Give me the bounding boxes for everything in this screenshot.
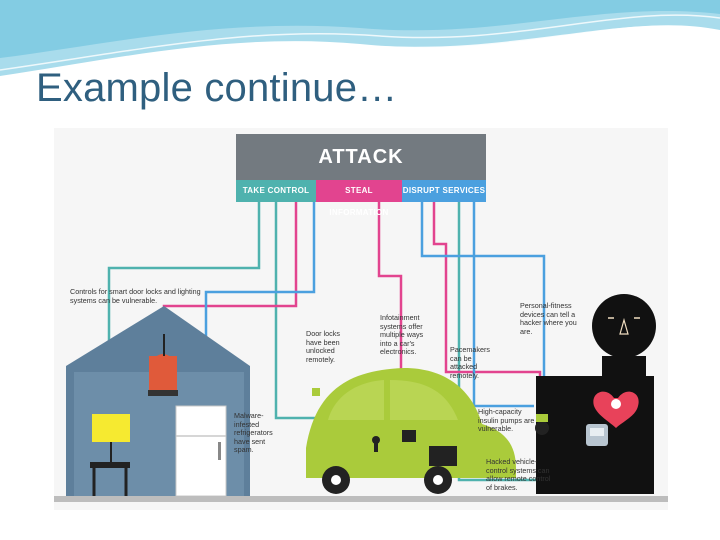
category-take-control: TAKE CONTROL (236, 180, 316, 202)
attack-header: ATTACK (236, 134, 486, 180)
note-refrigerators: Malware-infested refrigerators have sent… (234, 411, 273, 455)
note-vehicle: Hacked vehicle-control systems can allow… (486, 457, 551, 492)
person-illustration (535, 294, 656, 494)
slide-title: Example continue… (36, 66, 398, 110)
note-smart-home: Controls for smart door locks and lighti… (70, 287, 201, 305)
ground-line (54, 496, 668, 502)
note-fitness: Personal-fitness devices can tell a hack… (520, 301, 577, 336)
note-pacemakers: Pacemakers can be attacked remotely. (450, 345, 490, 380)
note-insulin: High-capacity insulin pumps are vulnerab… (478, 407, 535, 434)
refrigerator-icon (175, 405, 227, 497)
diagram-graphics (54, 202, 668, 502)
note-door-locks: Door locks have been unlocked remotely. (306, 329, 340, 364)
lamp-icon (90, 414, 130, 496)
category-steal-information: STEAL INFORMATION (316, 180, 402, 217)
iot-attack-diagram: ATTACK TAKE CONTROL STEAL INFORMATION DI… (54, 128, 668, 510)
car-illustration (306, 368, 516, 494)
header-wave-decoration (0, 0, 720, 80)
alarm-bell-icon (148, 334, 178, 396)
category-disrupt-services: DISRUPT SERVICES (402, 180, 486, 202)
note-infotainment: Infotainment systems offer multiple ways… (380, 313, 424, 357)
